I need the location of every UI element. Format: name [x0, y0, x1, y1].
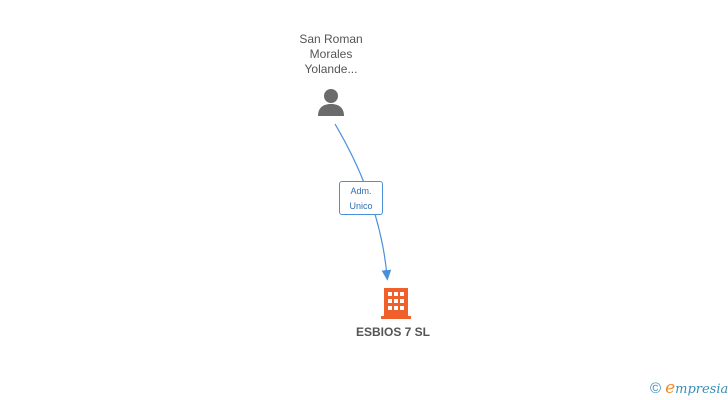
brand-name-initial: e	[665, 378, 676, 398]
brand-name-rest: mpresia	[675, 382, 728, 397]
brand-logo[interactable]: © empresia	[650, 379, 728, 399]
company-name[interactable]: ESBIOS 7 SL	[355, 325, 431, 339]
edge-label-line: Adm.	[350, 186, 372, 196]
person-name-line: San Roman	[299, 32, 363, 46]
building-icon[interactable]	[380, 286, 412, 320]
brand-name: empresia	[665, 379, 728, 399]
person-icon[interactable]	[316, 87, 346, 117]
person-name-line: Yolande...	[304, 62, 358, 76]
copyright-icon: ©	[650, 380, 662, 397]
person-name-line: Morales	[309, 47, 353, 61]
edge-label-line: Unico	[349, 201, 373, 211]
person-node[interactable]: San Roman Morales Yolande...	[280, 32, 382, 116]
edge-label-role[interactable]: Adm. Unico	[339, 181, 383, 215]
person-name: San Roman Morales Yolande...	[280, 32, 382, 77]
